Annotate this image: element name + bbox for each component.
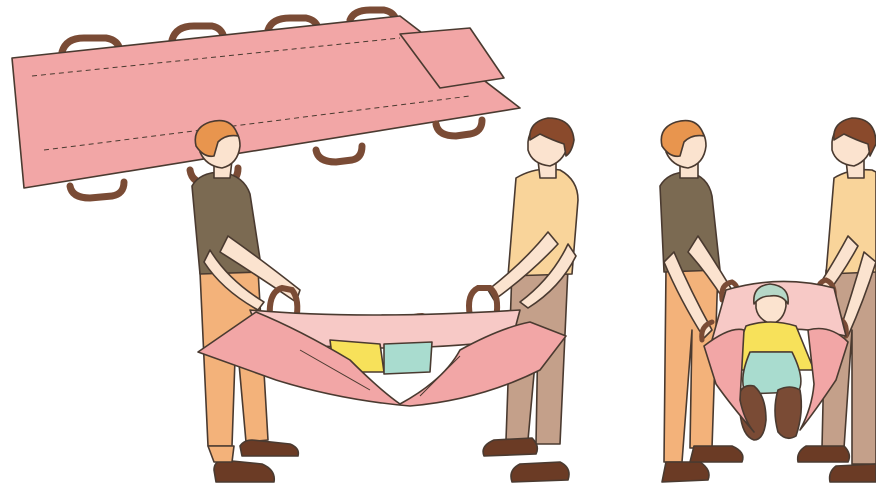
left-carrier-1 (192, 121, 300, 482)
stretcher-sheet-flat (12, 10, 520, 198)
